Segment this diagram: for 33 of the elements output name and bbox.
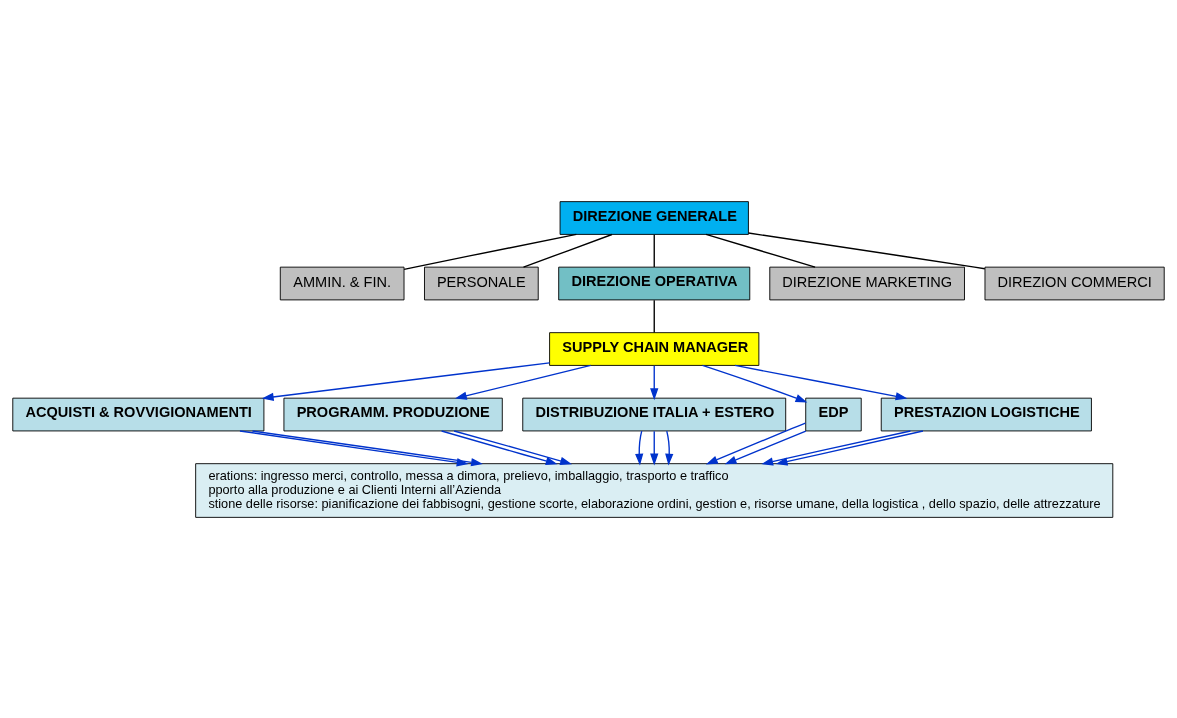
- arrow: [724, 429, 807, 464]
- arrow: [650, 430, 659, 465]
- connector: [705, 233, 816, 268]
- arrow: [440, 429, 558, 465]
- node-box: SUPPLY CHAIN MANAGER: [549, 331, 760, 366]
- node-box: PERSONALE: [424, 266, 539, 300]
- node-box: ACQUISTI & ROVVIGIONAMENTI: [12, 397, 265, 431]
- connector: [653, 299, 655, 333]
- node-box: PRESTAZION LOGISTICHE: [880, 397, 1092, 431]
- arrow: [453, 429, 572, 465]
- arrow: [665, 430, 674, 465]
- connector: [653, 233, 655, 268]
- node-box: DIREZIONE OPERATIVA: [558, 266, 751, 300]
- node-box: DISTRIBUZIONE ITALIA + ESTERO: [522, 397, 787, 431]
- node-box: PROGRAMM. PRODUZIONE: [283, 397, 503, 431]
- arrow: [734, 364, 908, 400]
- connector: [403, 233, 577, 270]
- node-box: erations: ingresso merci, controllo, messa a dimora, prelievo, imballaggio, trasporto e traffico pporto alla produzione e ai Clienti Interni all’Azienda stione delle risorse: pianificazione dei fabbisogni, gestione scorte, elaborazione ordini, gestion e, risorse umane, della logistica , dello spazio, delle attrezzature: [195, 462, 1114, 518]
- arrow: [261, 361, 551, 401]
- arrow: [454, 364, 592, 400]
- arrow: [635, 430, 644, 465]
- node-box: EDP: [805, 397, 862, 431]
- node-box: DIREZIONE MARKETING: [769, 266, 965, 300]
- node-box: AMMIN. & FIN.: [279, 266, 405, 300]
- arrow: [761, 429, 912, 466]
- arrow: [775, 429, 924, 466]
- arrow: [701, 364, 808, 403]
- node-box: DIREZION COMMERCI: [984, 266, 1165, 300]
- arrow: [650, 364, 659, 400]
- node-box: DIREZIONE GENERALE: [559, 200, 749, 235]
- connector: [747, 231, 986, 269]
- connector: [522, 233, 613, 268]
- arrow: [705, 422, 807, 464]
